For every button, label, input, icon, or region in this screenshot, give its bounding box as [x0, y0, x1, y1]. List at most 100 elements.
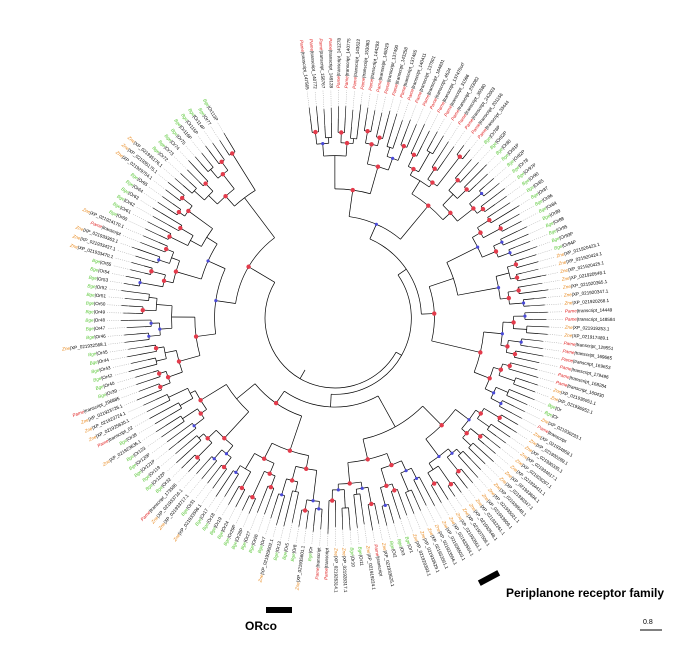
- support-node: [492, 391, 496, 395]
- leaf-guide-line: [374, 94, 379, 111]
- radial-branch: [251, 498, 256, 507]
- radial-branch: [180, 440, 202, 459]
- terminal-branch: [161, 428, 174, 438]
- leaf-label: Bge|Or49: [85, 309, 105, 314]
- radial-branch: [160, 212, 183, 226]
- terminal-branch: [513, 406, 525, 412]
- terminal-branch: [241, 502, 247, 511]
- terminal-branch: [131, 262, 145, 267]
- terminal-branch: [529, 304, 545, 307]
- terminal-branch: [181, 463, 187, 469]
- radial-branch: [411, 489, 416, 499]
- periplanone-label: Periplanone receptor family: [506, 586, 664, 600]
- radial-branch: [316, 116, 319, 132]
- leaf-guide-line: [536, 241, 551, 247]
- terminal-branch: [312, 526, 314, 532]
- radial-branch: [500, 230, 518, 240]
- radial-branch: [147, 357, 156, 361]
- terminal-branch: [128, 368, 138, 372]
- support-node: [498, 226, 503, 231]
- species-prefix: Bge: [201, 522, 210, 532]
- terminal-branch: [542, 289, 549, 291]
- radial-branch: [248, 266, 275, 283]
- radial-branch: [460, 468, 470, 479]
- radial-branch: [207, 260, 226, 269]
- radial-branch: [388, 158, 393, 171]
- radial-branch: [171, 257, 180, 262]
- support-node: [464, 430, 469, 436]
- species-prefix: Zne: [486, 487, 496, 497]
- terminal-branch: [514, 398, 528, 405]
- radial-branch: [457, 208, 474, 222]
- species-prefix: Bge: [187, 108, 196, 118]
- species-prefix: Zne: [467, 502, 477, 513]
- support-node: [365, 457, 370, 462]
- radial-branch: [159, 327, 172, 330]
- gene-id: |Or86: [541, 193, 554, 203]
- terminal-branch: [361, 506, 365, 525]
- gene-id: |Or2: [391, 548, 398, 558]
- radial-branch: [363, 117, 367, 131]
- leaf-guide-line: [146, 436, 162, 448]
- terminal-branch: [212, 142, 218, 151]
- gene-id: |transcript_153083: [361, 39, 371, 78]
- leaf-guide-line: [420, 510, 428, 527]
- species-prefix: Pame: [565, 317, 577, 322]
- species-prefix: Bge: [534, 198, 544, 207]
- radial-branch: [474, 371, 490, 379]
- radial-branch: [136, 332, 149, 335]
- leaf-guide-line: [161, 453, 176, 466]
- radial-branch: [386, 147, 391, 157]
- leaf-guide-line: [480, 469, 494, 483]
- terminal-branch: [223, 132, 227, 138]
- species-prefix: Zne: [419, 529, 427, 540]
- terminal-branch: [121, 290, 127, 292]
- species-prefix: Pame: [565, 309, 578, 314]
- gene-id: |Or61: [119, 205, 132, 215]
- leaf-label: Zne|XP_021932568.1: [61, 342, 107, 352]
- species-prefix: Pame: [336, 76, 341, 89]
- species-prefix: Pame: [557, 372, 570, 380]
- radial-branch: [159, 227, 172, 234]
- support-node: [212, 457, 216, 461]
- species-prefix: Pame: [537, 424, 550, 434]
- leaf-guide-line: [534, 399, 547, 405]
- leaf-guide-line: [539, 362, 558, 367]
- radial-branch: [198, 181, 204, 187]
- species-prefix: Zne: [461, 506, 470, 517]
- species-prefix: Bge: [141, 474, 151, 483]
- species-prefix: Pame: [299, 40, 305, 53]
- radial-branch: [151, 376, 161, 380]
- terminal-branch: [196, 460, 209, 474]
- leaf-guide-line: [545, 295, 562, 298]
- leaf-label: Zne|XP_021920347.1: [563, 289, 609, 298]
- leaf-guide-line: [288, 522, 293, 542]
- gene-id: |Or72: [157, 151, 169, 163]
- support-node: [411, 152, 417, 158]
- terminal-branch: [500, 430, 511, 438]
- leaf-guide-line: [144, 193, 158, 203]
- gene-id: |Or51: [94, 293, 106, 299]
- radial-branch: [468, 184, 477, 192]
- gene-id: |transcript_169653: [573, 359, 612, 371]
- radial-branch: [195, 459, 201, 465]
- species-prefix: Bge: [216, 530, 224, 540]
- species-prefix: Bge: [91, 368, 101, 375]
- species-prefix: Bge: [155, 485, 165, 495]
- radial-branch: [135, 339, 150, 342]
- leaf-guide-line: [134, 418, 150, 427]
- species-prefix: Bge: [97, 392, 107, 399]
- terminal-branch: [174, 178, 184, 186]
- support-node: [336, 488, 340, 492]
- terminal-branch: [257, 497, 264, 513]
- leaf-guide-line: [208, 496, 217, 508]
- terminal-branch: [483, 164, 487, 169]
- leaf-label: Bge|Or46: [86, 334, 106, 341]
- leaf-guide-line: [295, 526, 300, 543]
- terminal-branch: [125, 275, 135, 279]
- species-prefix: Bge: [290, 552, 296, 561]
- support-node: [499, 401, 503, 406]
- clade-arc: [148, 294, 150, 301]
- leaf-guide-line: [125, 227, 144, 236]
